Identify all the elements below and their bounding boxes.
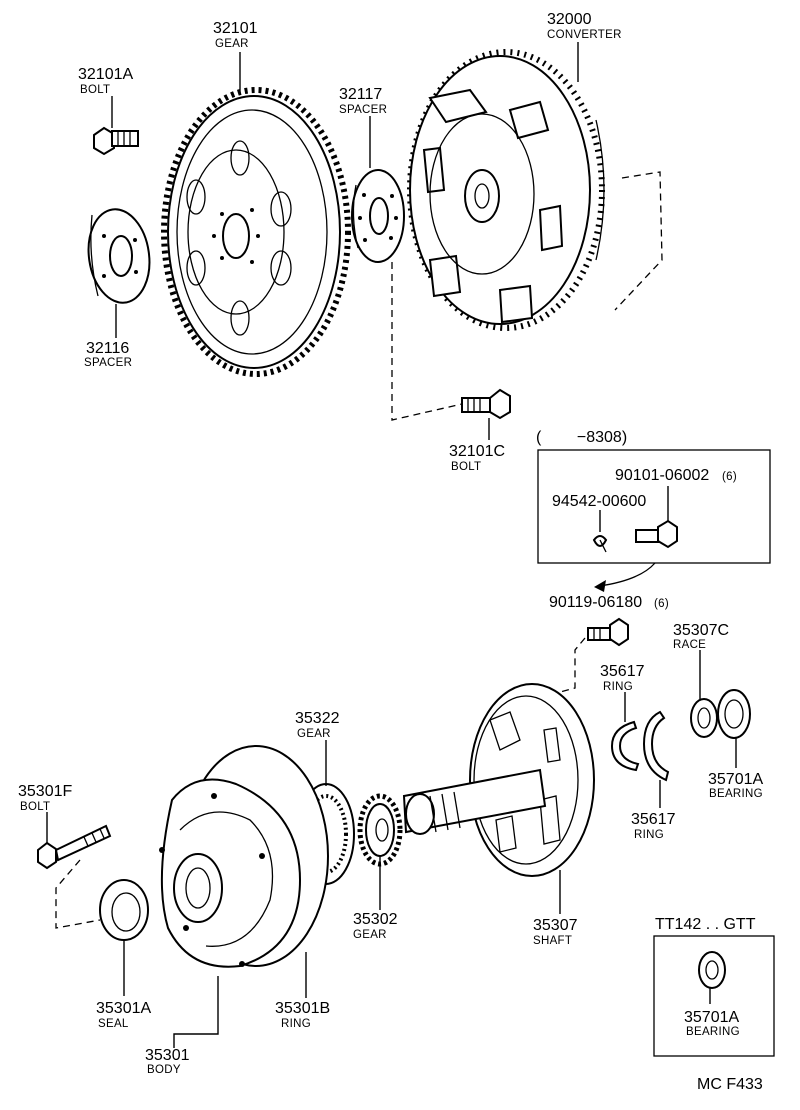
label-35307-number: 35307 (533, 917, 578, 934)
label-35302-name: GEAR (353, 929, 387, 941)
label-35701a-inset-number: 35701A (684, 1009, 739, 1026)
replacement-arrowhead (594, 580, 606, 592)
label-35307c-name: RACE (673, 639, 706, 651)
leader-lines (46, 42, 737, 1048)
shaft-bolt-guide-line (559, 637, 586, 693)
model-range-box (653, 935, 775, 1057)
label-32116-number: 32116 (86, 340, 129, 357)
label-35307c-number: 35307C (673, 622, 729, 639)
label-35307-name: SHAFT (533, 935, 572, 947)
label-90119-qty: (6) (654, 598, 669, 610)
replacement-arrow (599, 562, 656, 587)
bolt-90101-drawing (635, 519, 678, 549)
spacer-bolt-guide-line (391, 262, 463, 421)
pump-body-35301-drawing (159, 778, 302, 968)
seal-35301a-drawing (99, 879, 149, 941)
bearing-35701a-drawing (717, 689, 751, 739)
label-35701a-number: 35701A (708, 771, 763, 788)
label-32101c-name: BOLT (451, 461, 481, 473)
label-35301f-name: BOLT (20, 801, 50, 813)
label-35701a-name: BEARING (709, 788, 763, 800)
race-35307c-drawing (690, 698, 718, 738)
ring-35617a-drawing (610, 720, 640, 772)
label-35322-name: GEAR (297, 728, 331, 740)
label-90119-number: 90119-06180 (549, 594, 642, 611)
converter-32000-drawing (407, 49, 605, 331)
label-35322-number: 35322 (295, 710, 340, 727)
shaft-35307-drawing (402, 683, 595, 877)
model-range-label: TT142 . . GTT (655, 916, 756, 933)
label-32116-name: SPACER (84, 357, 132, 369)
ring-35617b-drawing (642, 710, 670, 782)
figure-code: MC F433 (697, 1076, 763, 1093)
label-35301a-number: 35301A (96, 1000, 151, 1017)
label-32101-number: 32101 (213, 20, 258, 37)
label-35617a-number: 35617 (600, 663, 645, 680)
bolt-32101a-drawing (93, 126, 139, 156)
label-35617a-name: RING (603, 681, 633, 693)
label-90101-number: 90101-06002 (615, 467, 709, 484)
bolt-35301f-drawing (37, 824, 112, 870)
spacer-32117-drawing (351, 169, 405, 263)
label-32000-name: CONVERTER (547, 29, 622, 41)
serial-range-box (537, 449, 771, 564)
label-35617b-number: 35617 (631, 811, 676, 828)
body-bolt-guide-line (55, 859, 101, 929)
serial-range-label: ( −8308) (536, 429, 627, 446)
label-94542-number: 94542-00600 (552, 493, 646, 510)
bearing-35701a-inset-drawing (698, 951, 726, 989)
label-35301b-name: RING (281, 1018, 311, 1030)
label-32101-name: GEAR (215, 38, 249, 50)
label-35701a-inset-name: BEARING (686, 1026, 740, 1038)
label-35302-number: 35302 (353, 911, 398, 928)
label-35301b-number: 35301B (275, 1000, 330, 1017)
label-35301a-name: SEAL (98, 1018, 129, 1030)
gear-35302-drawing (357, 793, 403, 867)
label-35301f-number: 35301F (18, 783, 72, 800)
label-35301-name: BODY (147, 1064, 181, 1076)
spacer-32116-drawing (87, 208, 151, 304)
washer-94542-drawing (592, 535, 608, 553)
bolt-90119-drawing (587, 617, 629, 647)
label-32117-number: 32117 (339, 86, 382, 103)
label-32117-name: SPACER (339, 104, 387, 116)
label-35301-number: 35301 (145, 1047, 190, 1064)
label-35617b-name: RING (634, 829, 664, 841)
label-90101-qty: (6) (722, 471, 737, 483)
label-32101a-number: 32101A (78, 66, 133, 83)
gear-32101-drawing (161, 87, 351, 377)
bolt-32101c-drawing (461, 388, 511, 420)
converter-guide-line (614, 171, 663, 311)
label-32101a-name: BOLT (80, 84, 110, 96)
label-32000-number: 32000 (547, 11, 592, 28)
label-32101c-number: 32101C (449, 443, 505, 460)
